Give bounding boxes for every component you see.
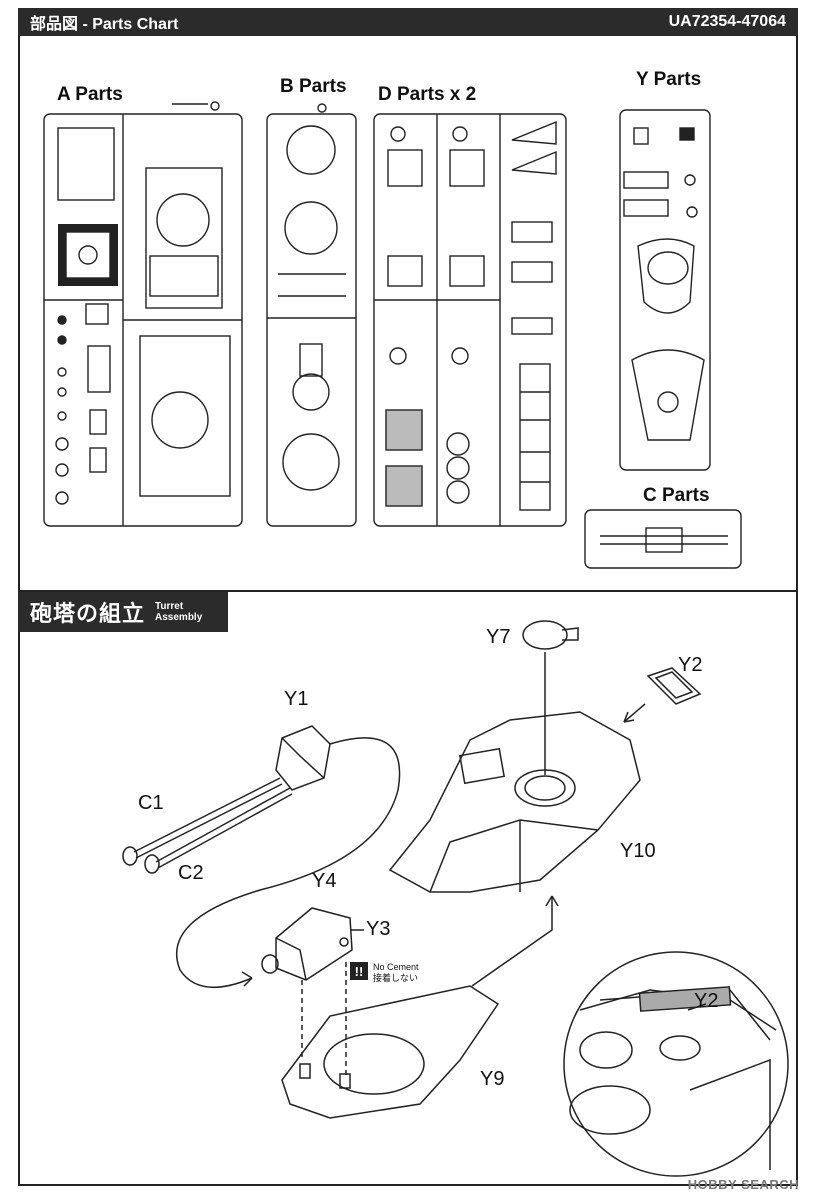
assembly-title-jp: 砲塔の組立	[30, 601, 146, 626]
arrow-to-y10	[471, 896, 553, 987]
assembly-title-en-2: Assembly	[155, 612, 203, 623]
label-y7: Y7	[486, 626, 511, 648]
label-y4: Y4	[312, 870, 337, 892]
no-cement-en: No Cement	[373, 962, 419, 972]
label-y1: Y1	[284, 688, 309, 710]
part-y2	[646, 667, 702, 705]
part-y1	[275, 725, 331, 791]
header-bar: 部品図 - Parts Chart UA72354-47064	[18, 8, 798, 36]
page-title: 部品図 - Parts Chart	[30, 16, 179, 33]
section-divider	[18, 590, 798, 592]
sprue-a	[43, 101, 243, 527]
assembly-title-en-1: Turret	[155, 601, 184, 612]
d-parts-label: D Parts x 2	[378, 84, 477, 105]
part-y10	[388, 711, 641, 893]
label-c2: C2	[178, 862, 204, 884]
assembly-section-header: 砲塔の組立 Turret Assembly	[18, 592, 228, 632]
y-parts-label: Y Parts	[636, 69, 702, 90]
label-y10: Y10	[620, 840, 656, 862]
b-parts-label: B Parts	[280, 76, 347, 97]
warning-icon: !!	[350, 962, 368, 980]
label-y2-detail: Y2	[694, 990, 719, 1012]
label-y2: Y2	[678, 654, 703, 676]
part-y9	[281, 985, 500, 1119]
assembly-title-en: Turret Assembly	[155, 601, 202, 623]
no-cement-jp: 接着しない	[373, 973, 419, 983]
watermark: HOBBY SEARCH	[687, 1177, 799, 1192]
part-y7	[522, 620, 579, 775]
sprue-d	[373, 113, 567, 527]
sprue-y	[619, 109, 711, 471]
product-code: UA72354-47064	[668, 13, 786, 30]
part-c1-c2	[122, 777, 293, 874]
no-cement-note: !! No Cement 接着しない	[350, 962, 419, 984]
a-parts-label: A Parts	[57, 84, 123, 105]
label-c1: C1	[138, 792, 164, 814]
label-y3: Y3	[366, 918, 391, 940]
sprue-b	[266, 103, 357, 527]
assembly-guide-curve	[175, 737, 401, 989]
part-y4	[261, 907, 353, 981]
detail-view	[563, 951, 789, 1177]
sprue-c	[584, 509, 742, 569]
c-parts-label: C Parts	[643, 485, 710, 506]
label-y9: Y9	[480, 1068, 505, 1090]
arrow-y2	[623, 703, 646, 723]
